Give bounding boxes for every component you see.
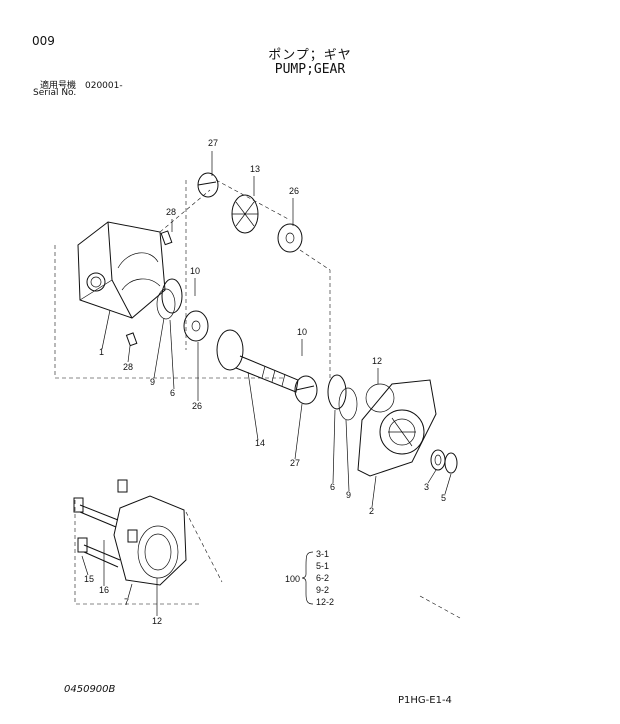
document-code: 0450900B <box>64 684 116 695</box>
callout-14: 14 <box>255 438 265 448</box>
oil-seal-part-3 <box>430 449 446 471</box>
page-number: 009 <box>32 34 55 48</box>
bushing-part-27-lower <box>294 375 318 405</box>
serial-label-japanese: 適用号機 020001- <box>40 81 123 91</box>
snap-ring-part-5 <box>444 452 458 474</box>
callout-10-left: 10 <box>190 266 200 276</box>
leader-lines <box>81 151 452 616</box>
kit-item: 12-2 <box>316 597 334 607</box>
drive-gear-part-14 <box>216 329 299 393</box>
seal-rings-left <box>156 278 183 320</box>
callout-15: 15 <box>84 574 94 584</box>
callout-3: 3 <box>424 482 429 492</box>
callout-27-top: 27 <box>208 138 218 148</box>
callout-6-right: 6 <box>330 482 335 492</box>
callout-26-mid: 26 <box>192 401 202 411</box>
callout-28-upper: 28 <box>166 207 176 217</box>
callout-10-right: 10 <box>297 327 307 337</box>
bushing-part-26-mid <box>183 310 209 342</box>
kit-item: 9-2 <box>316 585 329 595</box>
bushing-part-26-top <box>277 223 303 253</box>
pin-part-28-upper <box>160 230 173 246</box>
kit-number: 100 <box>285 574 300 584</box>
callout-16: 16 <box>99 585 109 595</box>
gear-part-13 <box>231 194 259 234</box>
callout-5: 5 <box>441 493 446 503</box>
sheet-code: P1HG-E1-4 <box>398 695 452 706</box>
callout-27-lower: 27 <box>290 458 300 468</box>
callout-7: 7 <box>124 597 129 607</box>
kit-item: 6-2 <box>316 573 329 583</box>
callout-6-left: 6 <box>170 388 175 398</box>
title-english: PUMP;GEAR <box>274 62 346 77</box>
seal-rings-right <box>327 374 358 421</box>
callout-1: 1 <box>99 347 104 357</box>
callout-9-right: 9 <box>346 490 351 500</box>
callout-2: 2 <box>369 506 374 516</box>
callout-26-top: 26 <box>289 186 299 196</box>
front-cover-part-2 <box>357 379 437 477</box>
bushing-part-27-top <box>197 172 219 198</box>
callout-9-left: 9 <box>150 377 155 387</box>
callout-13: 13 <box>250 164 260 174</box>
title-japanese: ポンプ；ギヤ <box>268 48 352 63</box>
kit-item: 3-1 <box>316 549 329 559</box>
kit-item: 5-1 <box>316 561 329 571</box>
kit-bracket <box>301 551 314 605</box>
rear-cover-part-7 <box>113 495 187 586</box>
callout-12-lower: 12 <box>152 616 162 626</box>
assembly-guide-lines <box>54 179 461 619</box>
callout-12-right: 12 <box>372 356 382 366</box>
serial-label-english: Serial No. <box>33 88 77 98</box>
pin-part-28-lower <box>125 332 138 347</box>
callout-28-lower: 28 <box>123 362 133 372</box>
bolts-part-15-16 <box>73 479 138 568</box>
pump-body-part-1 <box>77 221 166 319</box>
